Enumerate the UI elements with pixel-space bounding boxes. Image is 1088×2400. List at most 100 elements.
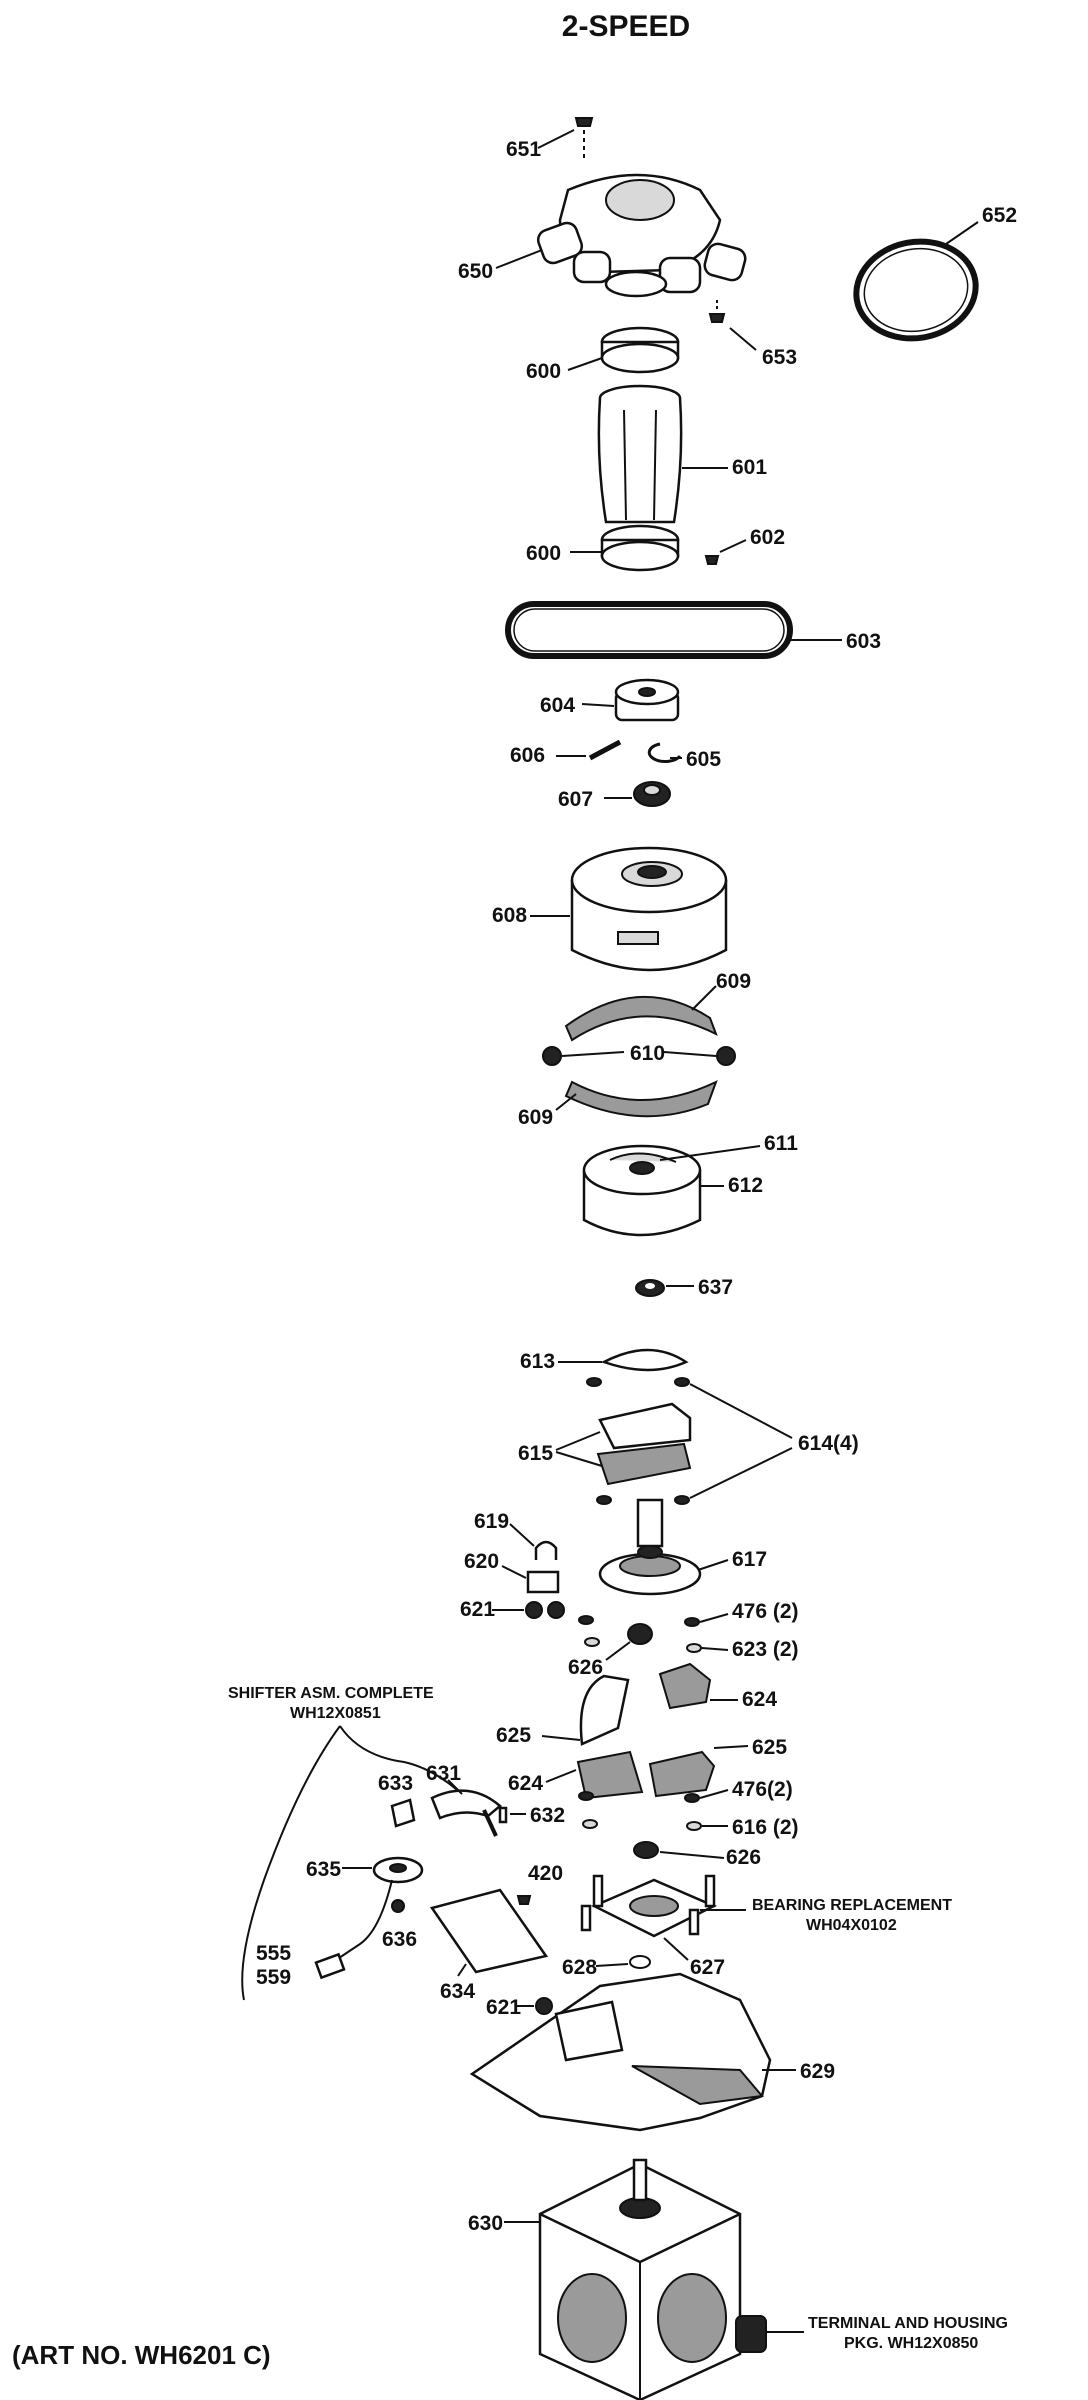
label-629: 629	[800, 2060, 835, 2083]
shifter-bracket-curve	[241, 1725, 341, 2001]
label-603: 603	[846, 630, 881, 653]
clamp-600-lower	[570, 524, 680, 572]
label-620: 620	[464, 1550, 499, 1573]
label-559: 559	[256, 1966, 291, 1989]
label-627: 627	[690, 1956, 725, 1979]
brake-shoe-609-lower	[555, 1080, 718, 1118]
label-621-lower: 621	[486, 1996, 521, 2019]
label-607: 607	[558, 788, 593, 811]
shoe-624-upper	[658, 1662, 738, 1710]
label-615: 615	[518, 1442, 553, 1465]
label-626-upper: 626	[568, 1656, 603, 1679]
label-609-upper: 609	[716, 970, 751, 993]
clip-613	[558, 1348, 689, 1372]
label-653: 653	[762, 346, 797, 369]
label-476-upper: 476 (2)	[732, 1600, 799, 1623]
motor-630	[504, 2158, 767, 2400]
bearing-607	[604, 781, 671, 807]
label-621-upper: 621	[460, 1598, 495, 1621]
note-shifter-line2: WH12X0851	[290, 1705, 381, 1722]
label-612: 612	[728, 1174, 763, 1197]
shoes-615	[555, 1402, 692, 1486]
label-616: 616 (2)	[732, 1816, 799, 1839]
seal-ring-652	[853, 221, 979, 342]
label-602: 602	[750, 526, 785, 549]
pump-650	[495, 173, 747, 298]
label-609-lower: 609	[518, 1106, 553, 1129]
part-632	[498, 1806, 526, 1824]
screw-420	[516, 1895, 532, 1905]
label-633: 633	[378, 1772, 413, 1795]
label-632: 632	[530, 1804, 565, 1827]
bracket-620	[501, 1565, 560, 1594]
pins-610	[542, 1046, 736, 1066]
label-606: 606	[510, 744, 545, 767]
label-634: 634	[440, 1980, 475, 2003]
shoe-624-lower	[545, 1750, 644, 1800]
label-605: 605	[686, 748, 721, 771]
label-625-left: 625	[496, 1724, 531, 1747]
ring-628	[595, 1955, 651, 1969]
spring-619	[509, 1523, 558, 1560]
screw-653	[708, 300, 757, 351]
label-628: 628	[562, 1956, 597, 1979]
note-terminal-line2: PKG. WH12X0850	[844, 2335, 978, 2352]
part-631	[430, 1779, 502, 1837]
hub-612	[582, 1144, 761, 1237]
washers-616	[582, 1819, 728, 1831]
nut-621-lower	[516, 1997, 553, 2015]
label-619: 619	[474, 1510, 509, 1533]
ring-605	[647, 742, 682, 763]
label-610: 610	[630, 1042, 665, 1065]
label-611: 611	[764, 1132, 798, 1155]
label-624-upper: 624	[742, 1688, 777, 1711]
spring-625-left	[541, 1674, 630, 1746]
mounting-plate-629	[469, 1972, 796, 2132]
note-bearing-line1: BEARING REPLACEMENT	[752, 1897, 952, 1914]
label-604: 604	[540, 694, 575, 717]
label-601: 601	[732, 456, 767, 479]
part-635	[314, 1856, 424, 1980]
screw-602	[704, 539, 747, 565]
label-614: 614(4)	[798, 1432, 859, 1455]
label-420: 420	[528, 1862, 563, 1885]
brake-shoe-609-upper	[564, 985, 718, 1042]
cam-626-lower	[633, 1841, 725, 1859]
label-635: 635	[306, 1858, 341, 1881]
diagram-title: 2-SPEED	[562, 10, 690, 43]
key-606	[556, 739, 622, 761]
washers-476-lower	[578, 1789, 729, 1803]
boot-601	[597, 384, 728, 524]
label-476-lower: 476(2)	[732, 1778, 793, 1801]
washers-623	[584, 1637, 729, 1653]
washers-476-upper	[578, 1613, 729, 1627]
washer-637	[635, 1279, 694, 1297]
part-636	[391, 1899, 405, 1913]
note-bearing-line2: WH04X0102	[806, 1917, 897, 1934]
driver-617	[598, 1498, 729, 1596]
label-652: 652	[982, 204, 1017, 227]
label-650: 650	[458, 260, 493, 283]
label-631: 631	[426, 1762, 461, 1785]
belt-603	[505, 601, 842, 659]
washers-614	[586, 1377, 793, 1505]
cam-626-upper	[605, 1623, 653, 1661]
bearing-plate-627	[580, 1874, 746, 1961]
note-terminal-line1: TERMINAL AND HOUSING	[808, 2315, 1008, 2332]
bracket-634	[429, 1888, 549, 1977]
label-636: 636	[382, 1928, 417, 1951]
clamp-600-upper	[567, 326, 680, 374]
label-630: 630	[468, 2212, 503, 2235]
note-shifter-line1: SHIFTER ASM. COMPLETE	[228, 1685, 434, 1702]
screw-651	[537, 117, 594, 160]
label-637: 637	[698, 1276, 733, 1299]
label-625-right: 625	[752, 1736, 787, 1759]
clutch-drum-608	[530, 846, 728, 972]
spring-625-right	[648, 1745, 749, 1798]
label-555: 555	[256, 1942, 291, 1965]
label-623: 623 (2)	[732, 1638, 799, 1661]
nuts-621	[492, 1601, 565, 1619]
part-633	[390, 1798, 416, 1828]
label-600-lower: 600	[526, 542, 561, 565]
